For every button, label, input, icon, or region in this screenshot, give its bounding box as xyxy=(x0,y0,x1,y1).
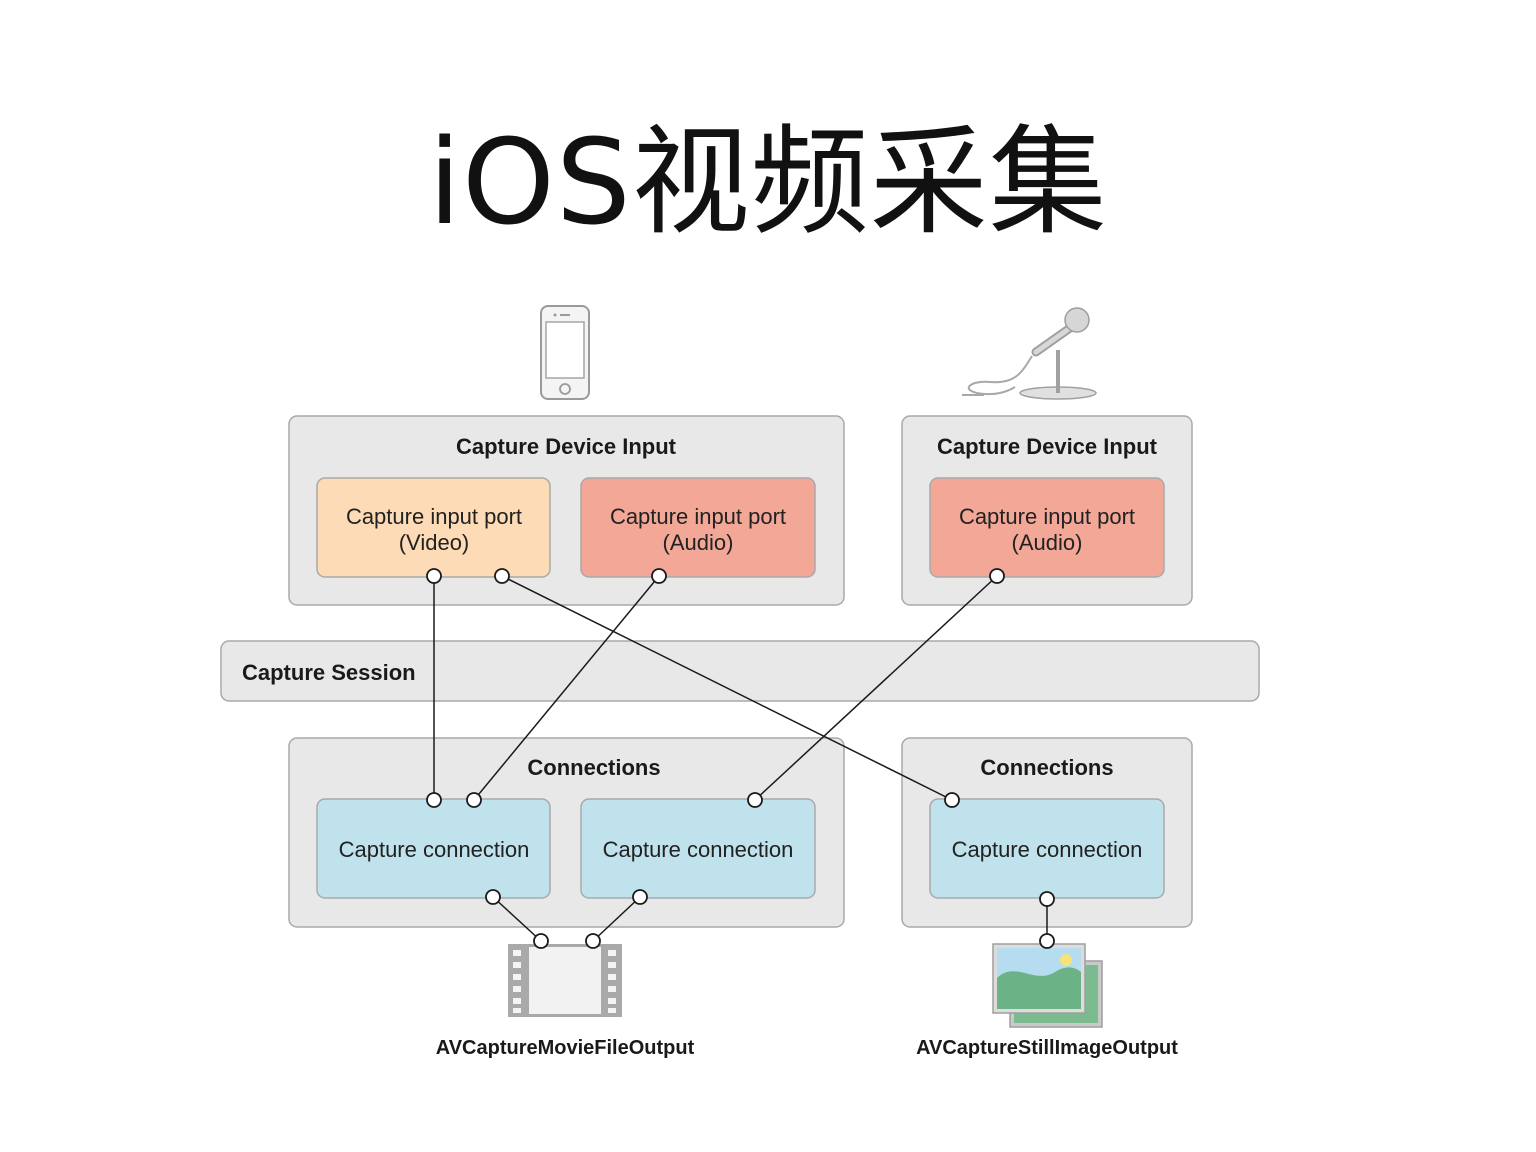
port-circle xyxy=(426,568,442,584)
port-circle xyxy=(944,792,960,808)
movie-file-output-label: AVCaptureMovieFileOutput xyxy=(436,1037,695,1059)
port-circle xyxy=(533,933,549,949)
connections-title: Connections xyxy=(980,755,1113,780)
port-label: Capture input port xyxy=(346,504,522,529)
capture-input-port-audio-mic xyxy=(929,477,1165,578)
capture-device-input-title: Capture Device Input xyxy=(456,434,677,459)
link-connection-to-movie-output xyxy=(492,896,542,942)
capture-connection-label: Capture connection xyxy=(603,837,794,862)
port-circle xyxy=(632,889,648,905)
port-kind-label: (Audio) xyxy=(1012,530,1083,555)
capture-session-bar xyxy=(220,640,1260,702)
port-circle xyxy=(651,568,667,584)
link-mic-audio-to-connection xyxy=(754,575,998,801)
iphone-icon xyxy=(540,305,590,400)
still-image-output-label: AVCaptureStillImageOutput xyxy=(916,1037,1178,1059)
port-circle xyxy=(1039,891,1055,907)
capture-device-input-title: Capture Device Input xyxy=(937,434,1158,459)
port-label: Capture input port xyxy=(610,504,786,529)
port-circle xyxy=(1039,933,1055,949)
port-circle xyxy=(485,889,501,905)
connections-title: Connections xyxy=(527,755,660,780)
link-port-to-still-connection xyxy=(501,575,953,801)
port-circle xyxy=(585,933,601,949)
capture-input-port-audio xyxy=(580,477,816,578)
port-circle xyxy=(466,792,482,808)
photo-icon xyxy=(992,943,1103,1028)
port-circle xyxy=(747,792,763,808)
link-audio-to-connection xyxy=(473,575,660,801)
capture-session-label: Capture Session xyxy=(242,660,416,685)
microphone-icon xyxy=(962,307,1097,400)
port-circle xyxy=(426,792,442,808)
film-icon xyxy=(508,944,622,1017)
capture-connection-label: Capture connection xyxy=(952,837,1143,862)
page-title: iOS视频采集 xyxy=(428,113,1108,251)
port-kind-label: (Video) xyxy=(399,530,470,555)
port-label: Capture input port xyxy=(959,504,1135,529)
port-kind-label: (Audio) xyxy=(663,530,734,555)
capture-connection-label: Capture connection xyxy=(339,837,530,862)
port-circle xyxy=(494,568,510,584)
link-connection-to-movie-output xyxy=(592,896,641,942)
capture-connection-box xyxy=(580,798,816,899)
port-circle xyxy=(989,568,1005,584)
